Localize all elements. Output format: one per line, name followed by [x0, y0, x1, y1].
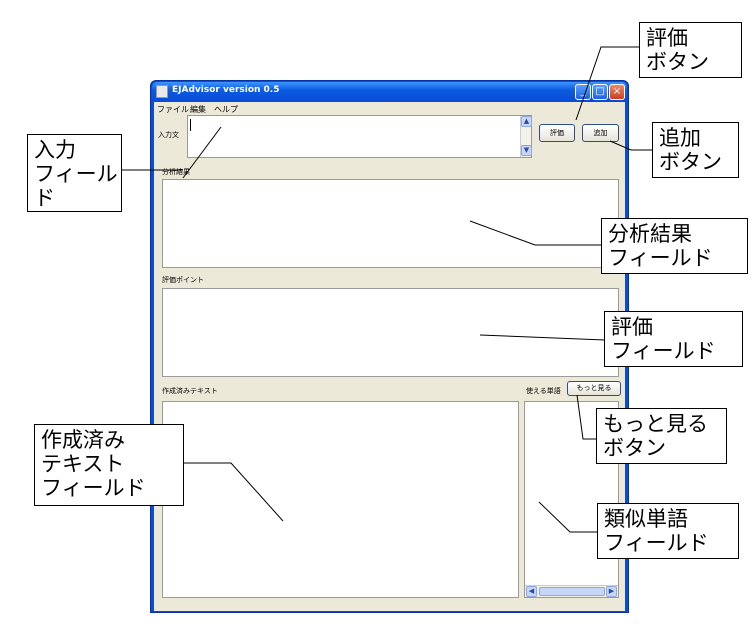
created-text-field[interactable]: [162, 401, 519, 598]
callout-similar-words-field: 類似単語 フィールド: [597, 503, 739, 559]
callout-more-button: もっと見る ボタン: [596, 408, 727, 464]
callout-created-text-field: 作成済み テキスト フィールド: [34, 424, 184, 506]
text-cursor: [190, 119, 191, 131]
title-bar[interactable]: EJAdvisor version 0.5 _ □ ×: [152, 82, 627, 102]
leader-more-button: [576, 394, 597, 440]
similar-words-hscrollbar[interactable]: ◀ ▶: [525, 585, 618, 597]
leader-evaluate-button: [575, 46, 639, 121]
menu-edit[interactable]: 編集: [190, 105, 206, 114]
menu-bar: ファイル 編集 ヘルプ: [154, 102, 625, 116]
app-icon: [156, 85, 168, 98]
usable-words-label: 使える単語: [526, 387, 561, 395]
leader-similar-words-field: [538, 501, 597, 533]
hscroll-thumb[interactable]: [539, 587, 605, 596]
add-button[interactable]: 追加: [582, 124, 619, 142]
callout-input-field: 入力 フィール ド: [27, 134, 122, 212]
maximize-button[interactable]: □: [592, 84, 608, 100]
client-area: ファイル 編集 ヘルプ 入力文 ▲ ▼ 評価 追加 分析結果 評価ポイント 作成…: [154, 102, 625, 611]
scroll-right-arrow-icon[interactable]: ▶: [606, 586, 617, 597]
callout-evaluation-field: 評価 フィールド: [604, 311, 743, 367]
input-scrollbar[interactable]: ▲ ▼: [520, 116, 532, 157]
window-title: EJAdvisor version 0.5: [172, 85, 280, 95]
callout-add-button: 追加 ボタン: [652, 122, 739, 178]
callout-evaluate-button: 評価 ボタン: [639, 22, 742, 78]
app-window: EJAdvisor version 0.5 _ □ × ファイル 編集 ヘルプ …: [150, 80, 629, 613]
leader-input-field: [182, 126, 222, 179]
input-label: 入力文: [158, 131, 179, 139]
input-field[interactable]: ▲ ▼: [187, 115, 532, 158]
evaluation-field[interactable]: [162, 288, 619, 377]
close-button[interactable]: ×: [609, 84, 625, 100]
leader-analysis-field: [469, 220, 602, 246]
scroll-left-arrow-icon[interactable]: ◀: [526, 586, 537, 597]
evaluation-label: 評価ポイント: [162, 276, 204, 284]
menu-file[interactable]: ファイル: [157, 105, 189, 114]
analysis-label: 分析結果: [162, 168, 190, 176]
scroll-down-arrow-icon[interactable]: ▼: [521, 145, 532, 156]
analysis-field[interactable]: [162, 179, 619, 268]
evaluate-button[interactable]: 評価: [539, 124, 575, 142]
leader-add-button: [609, 140, 652, 151]
callout-analysis-field: 分析結果 フィールド: [601, 218, 748, 274]
more-button[interactable]: もっと見る: [567, 381, 621, 396]
created-text-label: 作成済みテキスト: [162, 387, 218, 395]
leader-created-text-field: [184, 462, 284, 522]
leader-evaluation-field: [479, 334, 606, 341]
menu-help[interactable]: ヘルプ: [214, 105, 238, 114]
scroll-up-arrow-icon[interactable]: ▲: [521, 116, 532, 127]
